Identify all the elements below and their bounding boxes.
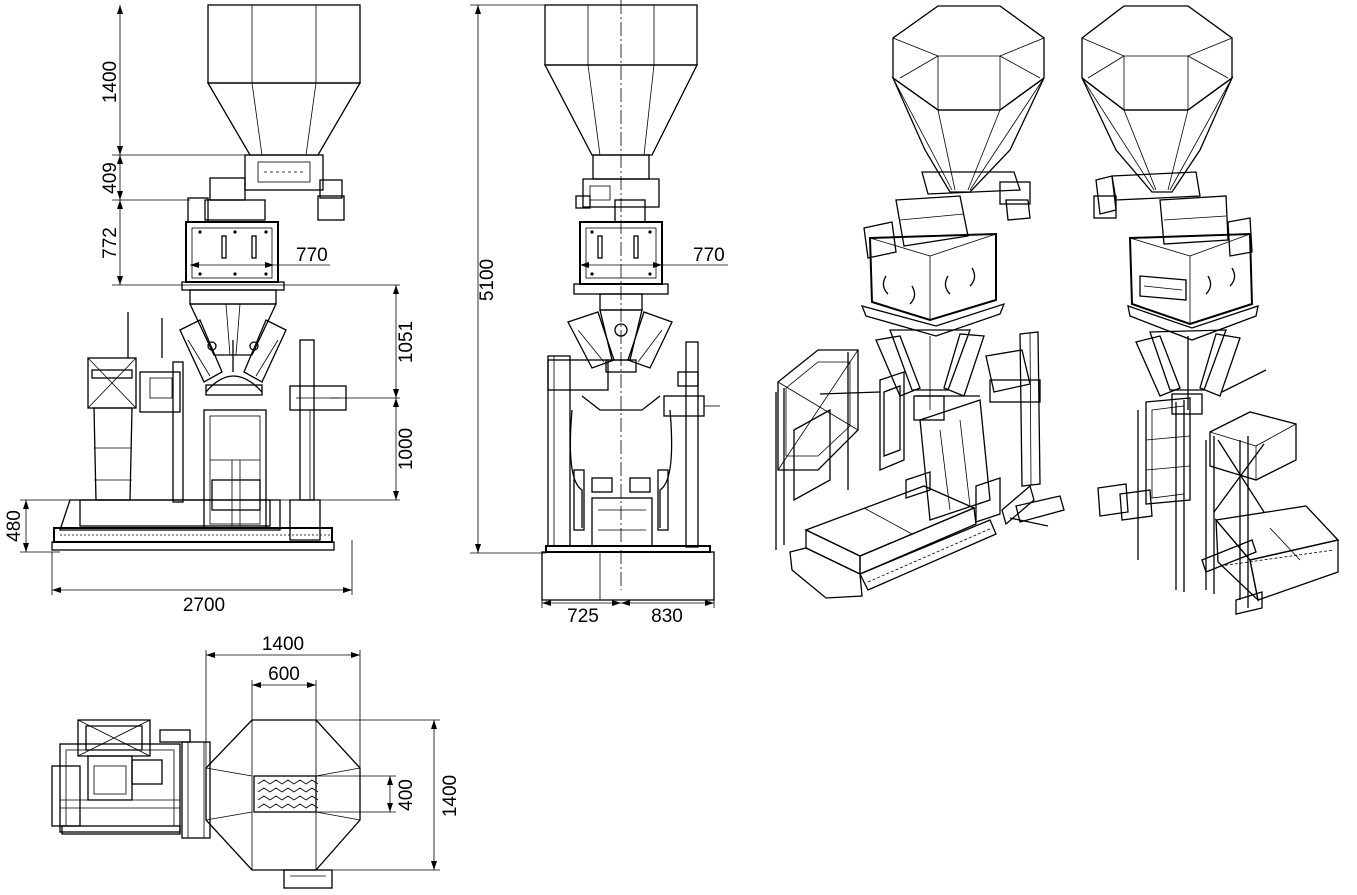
dim-top-outlet-width: 600 <box>268 664 300 685</box>
dim-front-feeder-height: 409 <box>100 162 121 194</box>
iso2-weigher <box>1127 232 1259 341</box>
iso1-right-column <box>985 331 1065 527</box>
isometric-view-rear <box>1081 5 1340 615</box>
front-frame <box>87 312 347 529</box>
top-hopper <box>205 719 361 889</box>
dim-side-total-height: 5100 <box>477 259 498 301</box>
dim-front-hopper-height: 1400 <box>100 61 121 103</box>
side-discharge <box>567 293 673 373</box>
iso2-feeder <box>1093 171 1253 257</box>
side-frame <box>547 341 720 548</box>
top-screw <box>257 779 319 809</box>
isometric-view-front <box>775 5 1065 599</box>
front-discharge <box>179 289 287 396</box>
iso1-weigher <box>860 232 1006 337</box>
dim-top-outlet-depth: 400 <box>396 779 417 811</box>
iso1-feeder <box>863 171 1031 259</box>
side-base <box>541 545 715 601</box>
dim-front-upper-height: 1051 <box>396 321 417 363</box>
top-machine <box>51 719 211 839</box>
iso1-hopper <box>891 5 1045 193</box>
front-view: 1400 409 772 770 1051 1000 480 2700 <box>4 4 417 616</box>
top-view: 1400 600 400 1400 <box>51 634 461 889</box>
side-weigher <box>573 221 669 295</box>
front-hopper <box>206 4 362 156</box>
iso2-frame <box>1137 397 1297 615</box>
iso2-hopper <box>1081 5 1234 193</box>
dim-front-base-height: 480 <box>4 510 25 542</box>
dim-front-weigher-height: 772 <box>100 227 121 259</box>
iso2-base <box>1097 483 1340 602</box>
iso1-frame <box>775 349 991 550</box>
dim-top-hopper-width: 1400 <box>262 634 304 655</box>
dim-side-right-depth: 830 <box>651 606 683 627</box>
front-dimensions: 1400 409 772 770 1051 1000 480 2700 <box>4 5 417 616</box>
iso1-base <box>789 477 1001 599</box>
dim-front-weigher-width: 770 <box>296 245 328 266</box>
dim-front-total-length: 2700 <box>183 595 225 616</box>
side-view: 5100 770 725 830 <box>470 0 728 627</box>
top-dimensions: 1400 600 400 1400 <box>205 634 461 871</box>
front-feeder <box>187 154 345 223</box>
front-base <box>51 499 335 551</box>
front-weigher <box>181 221 285 291</box>
iso1-discharge <box>875 329 985 421</box>
dim-top-hopper-depth: 1400 <box>440 775 461 817</box>
side-dimensions: 5100 770 725 830 <box>470 4 728 627</box>
dim-front-lower-height: 1000 <box>396 428 417 470</box>
dim-side-weigher-width: 770 <box>693 245 725 266</box>
side-feeder <box>575 154 660 223</box>
dim-side-left-depth: 725 <box>567 606 599 627</box>
